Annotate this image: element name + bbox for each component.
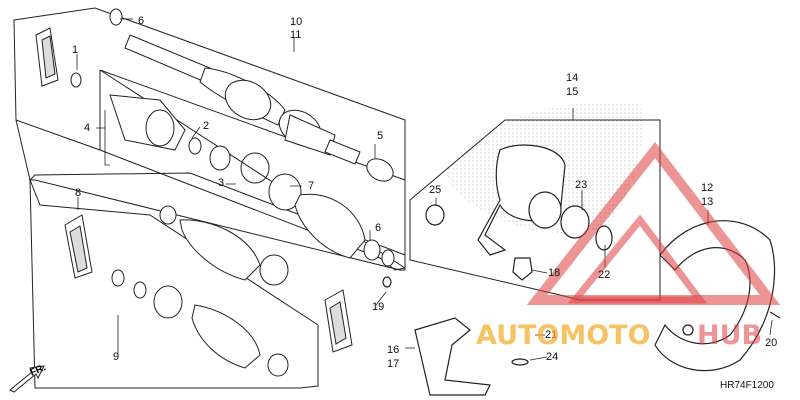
- part-label-12: 12: [701, 182, 714, 194]
- boot-kit-lower: [111, 205, 289, 377]
- part-label-1: 1: [72, 44, 79, 56]
- front-arrow-icon: [9, 365, 45, 393]
- part-label-18: 18: [548, 267, 561, 279]
- part-label-17: 17: [387, 358, 400, 370]
- part-label-20: 20: [765, 337, 778, 349]
- part-label-10: 10: [290, 16, 303, 28]
- watermark-logo: [526, 141, 781, 305]
- part-label-9: 9: [113, 351, 120, 363]
- part-label-23: 23: [575, 179, 588, 191]
- part-label-5: 5: [377, 130, 384, 142]
- watermark-text-automoto: AUTOMOTO: [476, 320, 651, 351]
- inner-joint: [70, 72, 270, 184]
- part-label-19: 19: [372, 301, 385, 313]
- part-label-25: 25: [429, 184, 442, 196]
- drive-shaft-upper: [109, 8, 394, 182]
- part-label-7: 7: [308, 180, 315, 192]
- steering-knuckle: [425, 144, 613, 281]
- part-label-11: 11: [290, 29, 302, 41]
- boot-kit-upper: [268, 173, 395, 267]
- part-label-3: 3: [218, 177, 225, 189]
- guard-plates: [35, 27, 353, 353]
- hose-bracket: [382, 276, 529, 396]
- part-label-16: 16: [387, 344, 400, 356]
- part-label-6: 6: [138, 15, 145, 27]
- part-label-22: 22: [598, 269, 611, 281]
- part-label-4: 4: [84, 122, 91, 134]
- part-label-6b: 6: [375, 222, 382, 234]
- watermark-text-hub: HUB: [697, 320, 763, 351]
- part-label-14: 14: [566, 72, 579, 84]
- part-label-13: 13: [701, 196, 714, 208]
- part-label-24: 24: [546, 351, 559, 363]
- part-label-8: 8: [75, 187, 82, 199]
- part-label-21: 21: [545, 329, 558, 341]
- part-label-15: 15: [566, 86, 579, 98]
- part-label-2: 2: [203, 120, 210, 132]
- drawing-code: HR74F1200: [720, 380, 774, 391]
